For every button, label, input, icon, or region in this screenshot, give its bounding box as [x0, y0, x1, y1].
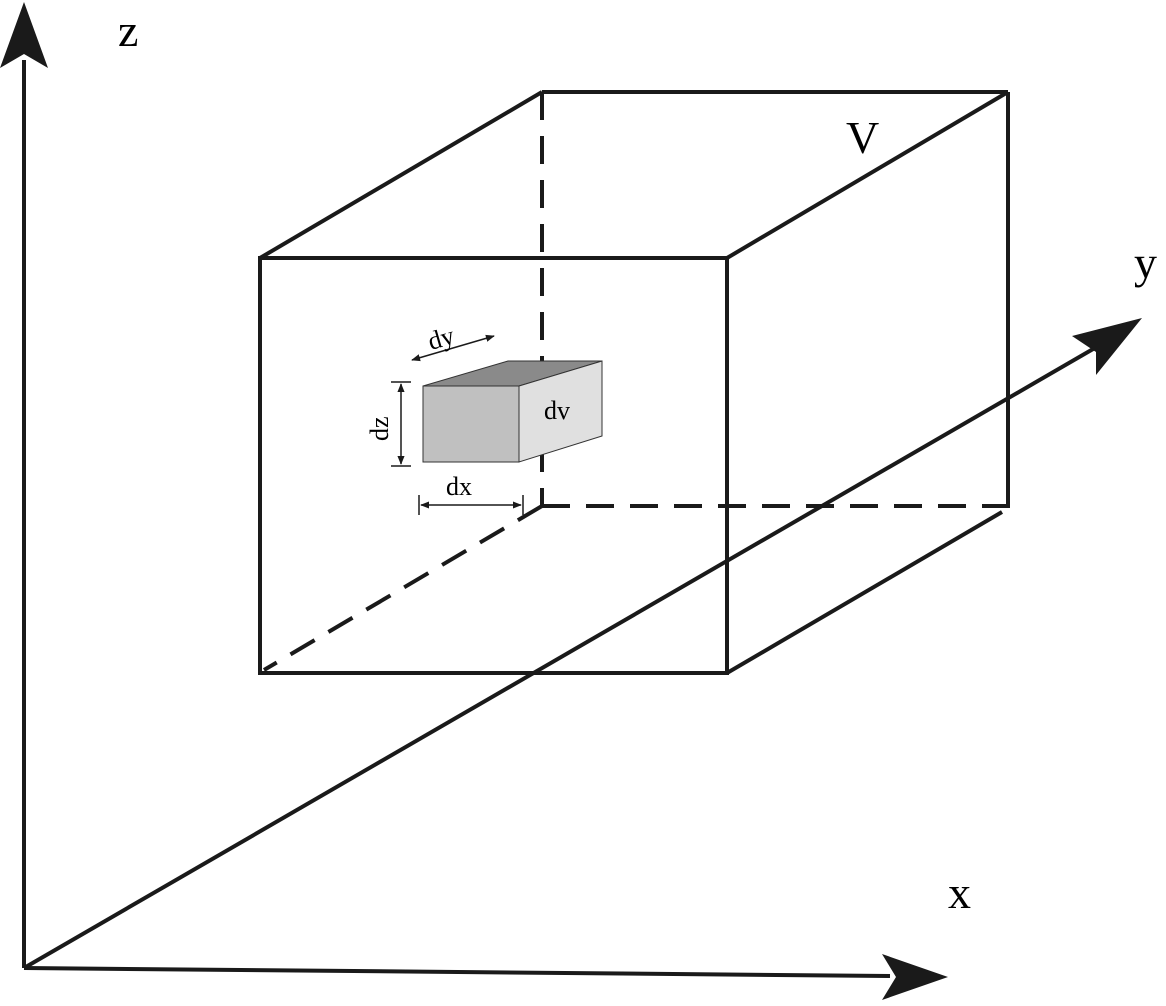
- volume-front-face: [258, 256, 729, 675]
- volume-edge-top-right: [725, 90, 1010, 260]
- volume-edge-bottom-right: [725, 510, 1004, 675]
- x-axis-arrowhead: [882, 954, 948, 1000]
- axis-y-label: y: [1134, 237, 1157, 288]
- dim-x-label: dx: [446, 472, 472, 501]
- y-axis-line: [22, 343, 1102, 970]
- element-front-face: [422, 385, 520, 463]
- volume-hidden-edges: [262, 92, 1008, 672]
- hidden-edge-bottom-left: [262, 504, 544, 672]
- volume-label: V: [846, 112, 879, 163]
- dim-y-label: dy: [424, 321, 457, 356]
- coordinate-axes: [22, 60, 1102, 978]
- axis-x-label: x: [948, 867, 971, 918]
- element-label: dv: [544, 396, 570, 425]
- volume-edge-top-left: [258, 90, 544, 260]
- x-axis-line: [23, 966, 891, 978]
- volume-box: [258, 90, 1010, 675]
- axis-z-label: z: [118, 5, 138, 56]
- z-axis-arrowhead: [0, 2, 48, 68]
- volume-element: [422, 360, 603, 463]
- dimension-arrows: [391, 334, 524, 515]
- dim-z-label: dz: [365, 416, 394, 441]
- y-axis-arrowhead: [1072, 318, 1142, 375]
- dim-y-arrow: [411, 334, 495, 362]
